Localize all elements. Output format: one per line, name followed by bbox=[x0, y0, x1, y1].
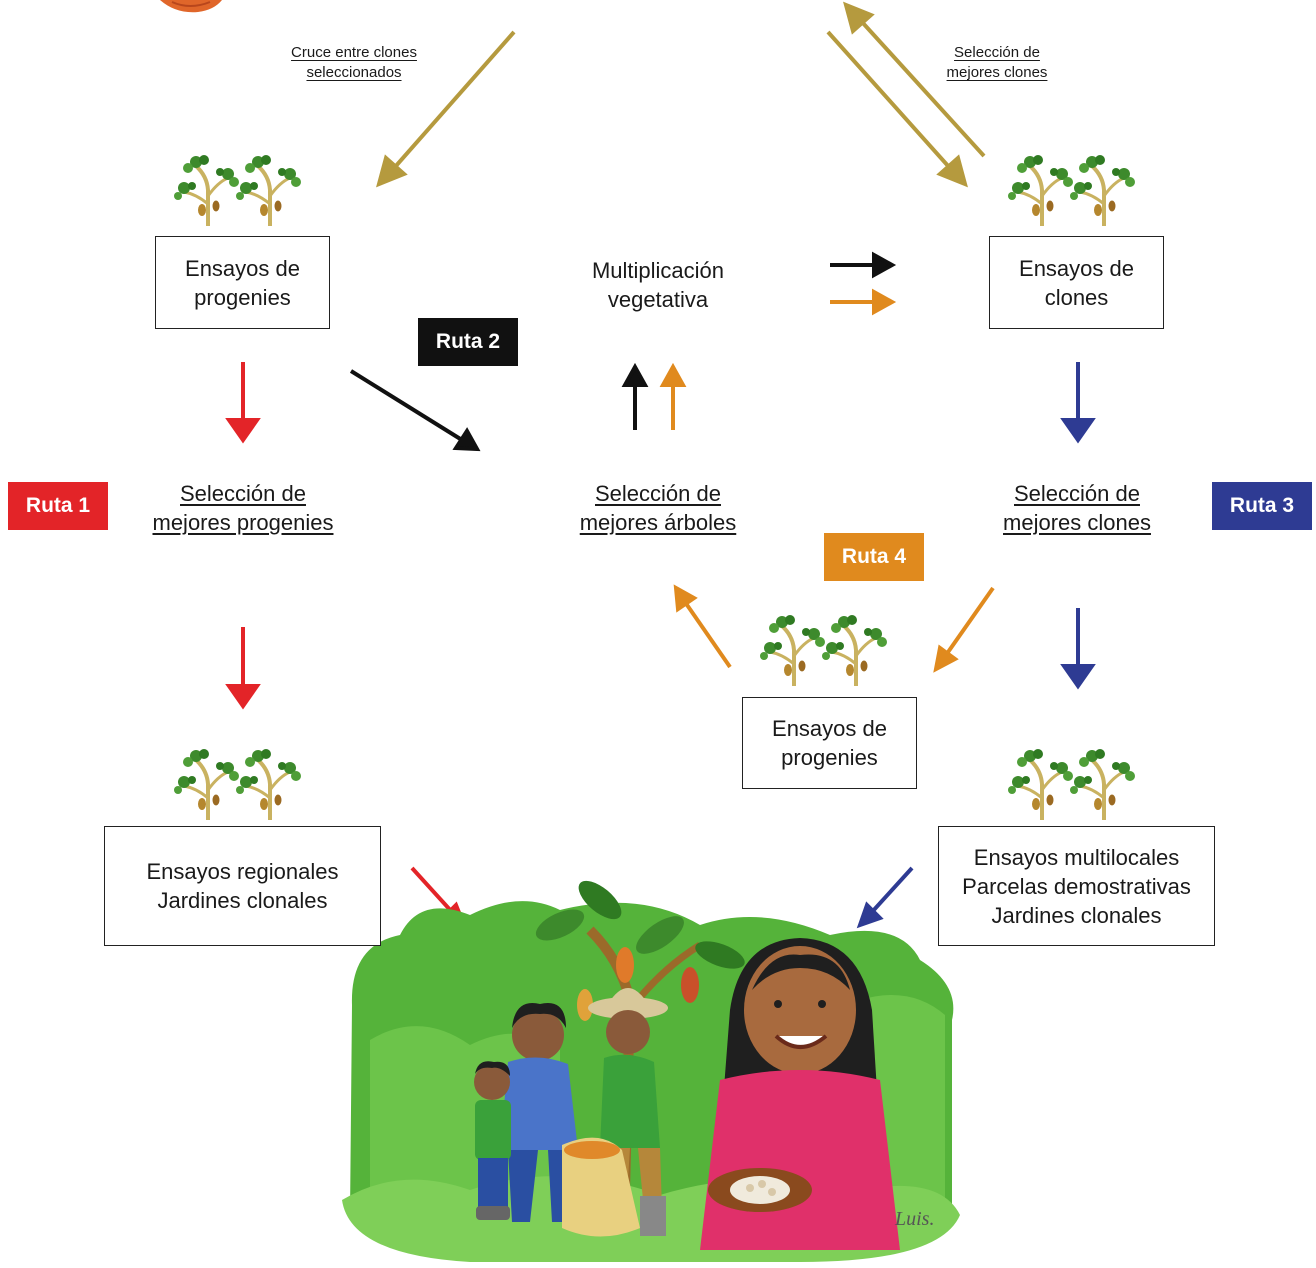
cross-label: Cruce entre clones seleccionados bbox=[291, 44, 417, 81]
up-arrow-black bbox=[621, 362, 649, 430]
route1-arrow-1 bbox=[225, 362, 261, 444]
route-4-badge: Ruta 4 bbox=[824, 533, 924, 581]
vegetative-arrow-orange bbox=[830, 288, 897, 316]
cross-arrow bbox=[376, 30, 516, 188]
up-arrow-orange bbox=[659, 362, 687, 430]
cacao-pod-icon bbox=[160, 0, 222, 13]
route-1-badge: Ruta 1 bbox=[8, 482, 108, 530]
route4-to-trees-arrow bbox=[673, 584, 732, 669]
cacao-seedlings-icon bbox=[174, 155, 301, 226]
farmers-illustration bbox=[342, 880, 960, 1262]
vegetative-arrow-black bbox=[830, 251, 897, 279]
select-clones-label: Selección de mejores clones bbox=[946, 44, 1048, 81]
route4-to-progenies-arrow bbox=[933, 586, 995, 673]
cacao-seedlings-icon bbox=[760, 615, 887, 686]
select-clones-arrow bbox=[843, 1, 986, 158]
cacao-seedlings-icon bbox=[1008, 749, 1135, 820]
artist-signature: Luis. bbox=[894, 1208, 934, 1230]
route-3-badge: Ruta 3 bbox=[1212, 482, 1312, 530]
route1-arrow-2 bbox=[225, 627, 261, 710]
route2-diagonal-arrow bbox=[349, 369, 481, 452]
route3-arrow-1 bbox=[1060, 362, 1096, 444]
route3-arrow-2 bbox=[1060, 608, 1096, 690]
cacao-seedlings-icon bbox=[174, 749, 301, 820]
route-2-badge: Ruta 2 bbox=[418, 318, 518, 366]
route3-final-arrow bbox=[856, 866, 914, 929]
clone-trial-arrow bbox=[826, 30, 968, 188]
cacao-seedlings-icon bbox=[1008, 155, 1135, 226]
